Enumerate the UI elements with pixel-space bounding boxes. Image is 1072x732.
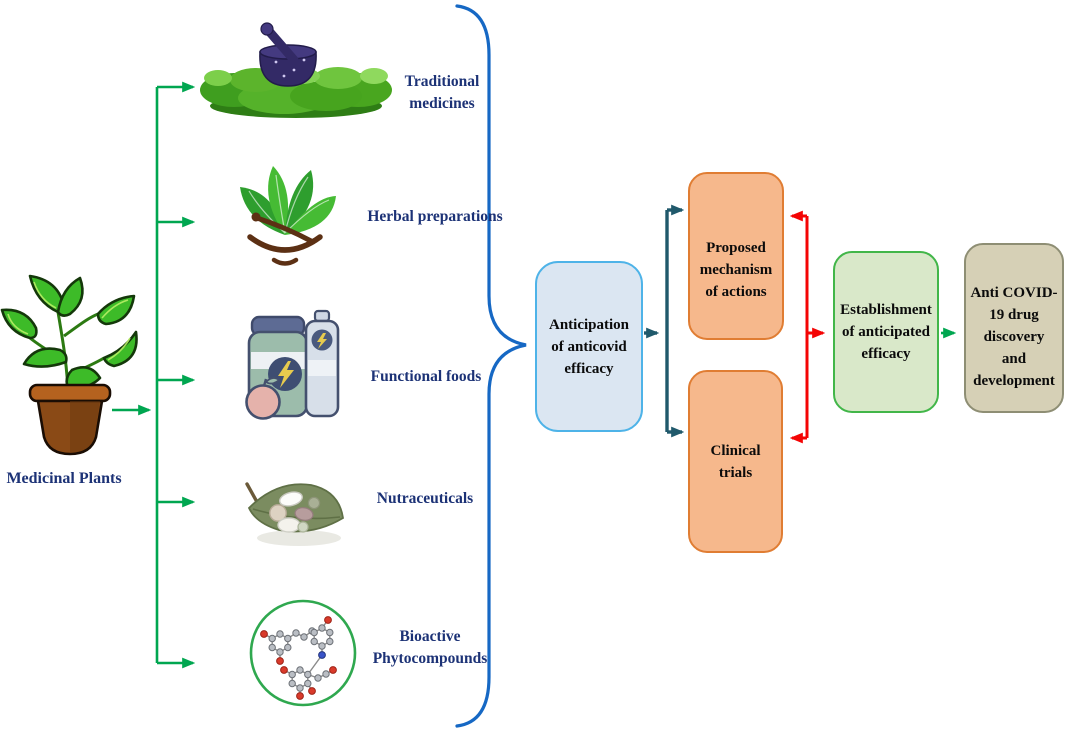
label-functional-foods: Functional foods	[370, 368, 482, 385]
label-medicinal-plants: Medicinal Plants	[6, 470, 122, 487]
label-nutraceuticals: Nutraceuticals	[376, 490, 474, 507]
anticipation-box: Anticipation of anticovid efficacy	[535, 261, 643, 432]
energy-badge	[268, 357, 302, 391]
shaker-bottle	[304, 309, 340, 418]
red-connectors	[789, 210, 826, 444]
pills	[269, 491, 321, 533]
label-bioactive-phytocompounds: Bioactive Phytocompounds	[372, 628, 488, 667]
label-traditional-medicines: Traditional medicines	[404, 73, 480, 112]
anticipation-box-label: Anticipation of anticovid efficacy	[548, 316, 629, 377]
mortar-pestle	[259, 22, 317, 87]
leaf-with-pills-icon	[245, 482, 344, 546]
establishment-box: Establishment of anticipated efficacy	[833, 251, 939, 413]
mortar-pestle-herbs-icon	[200, 22, 392, 118]
proposed-mechanism-label: Proposed mechanism of actions	[699, 240, 773, 300]
proposed-mechanism-box: Proposed mechanism of actions	[688, 172, 784, 340]
apple	[245, 377, 281, 420]
anti-covid-outcome-box: Anti COVID-19 drug discovery and develop…	[964, 243, 1064, 413]
teal-connectors	[644, 204, 685, 438]
phytocompound-molecules-icon	[249, 599, 357, 707]
establishment-label: Establishment of anticipated efficacy	[840, 302, 932, 362]
branch-arrows	[112, 81, 957, 669]
molecule-atoms	[260, 616, 337, 700]
supplement-bottles-icon	[245, 309, 340, 420]
curly-brace	[455, 4, 527, 728]
leaves-bowl-icon	[240, 166, 336, 266]
clinical-trials-label: Clinical trials	[710, 442, 761, 481]
label-herbal-preparations: Herbal preparations	[367, 208, 503, 225]
clinical-trials-box: Clinical trials	[688, 370, 783, 553]
potted-plant-icon	[0, 274, 138, 456]
anti-covid-outcome-label: Anti COVID-19 drug discovery and develop…	[970, 285, 1058, 389]
